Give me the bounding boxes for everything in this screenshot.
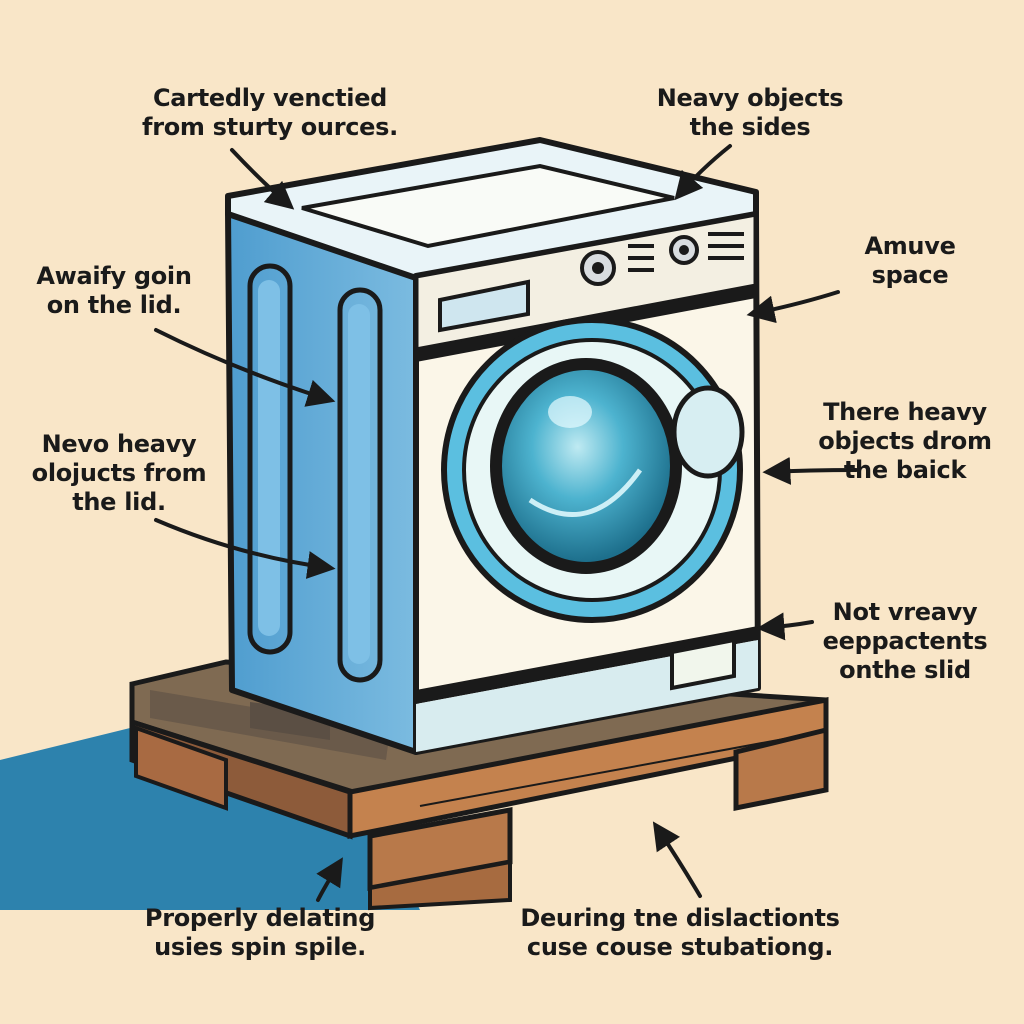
annotation-right-3: Not vreavy eeppactents onthe slid (822, 598, 988, 684)
annotation-bottom-left: Properly delating usies spin spile. (144, 904, 376, 961)
callout-arrows (154, 144, 858, 902)
arrow-top-right (674, 144, 732, 201)
annotation-right-1: Amuve space (864, 232, 956, 289)
arrow-left-1 (154, 328, 336, 407)
annotation-top-right: Neavy objects the sides (656, 84, 844, 141)
arrow-top-left (230, 148, 295, 210)
arrow-left-2 (154, 518, 336, 579)
annotation-right-2: There heavy objects drom the baick (818, 398, 992, 484)
annotation-left-1: Awaify goin on the lid. (36, 262, 192, 319)
arrow-right-1 (746, 290, 840, 324)
arrow-right-3 (756, 612, 814, 641)
annotation-left-2: Nevo heavy olojucts from the lid. (31, 430, 207, 516)
arrow-right-2 (762, 456, 858, 485)
annotation-top-left: Cartedly venctied from sturty ources. (142, 84, 398, 141)
arrow-bottom-left (316, 857, 343, 902)
arrow-bottom-right (652, 821, 702, 898)
annotation-bottom-right: Deuring tne dislactionts cuse couse stub… (520, 904, 840, 961)
washing-machine-icon (225, 137, 761, 755)
